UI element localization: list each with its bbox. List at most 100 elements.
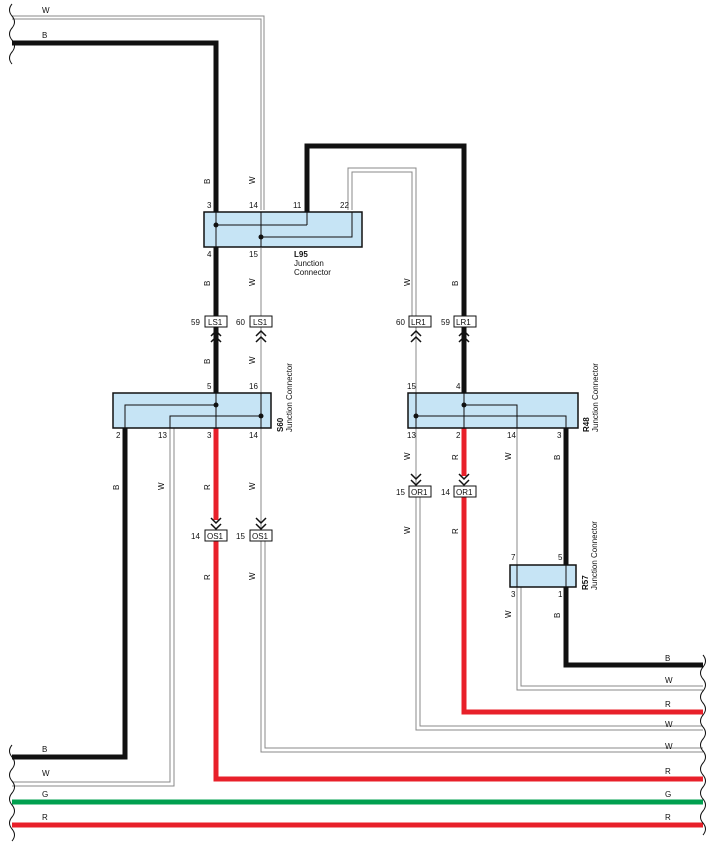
inline-ls1-60-box[interactable] [249,315,273,328]
label-r-w3: W [665,742,673,751]
connector-r48-body[interactable] [407,392,579,429]
s60-bus-a [124,393,261,428]
wire-w-r57-3b [520,587,703,687]
connector-r57-body[interactable] [509,564,577,588]
r57-pin-5: 5 [558,553,563,562]
l95-splice-a [213,222,219,228]
label-top-b: B [42,31,47,40]
inline-or1-15[interactable]: 15 OR1 [396,473,432,498]
label-v-s60-w: W [157,482,166,490]
cut-right [700,654,706,836]
inline-or1-14-box[interactable] [453,485,477,498]
inline-lr1-59-name: LR1 [456,318,471,327]
inline-lr1-59[interactable]: 59 LR1 [441,315,477,343]
l95-pin-14: 14 [249,201,258,210]
chevron-up-icon [458,329,470,343]
inline-os1-14-box[interactable] [204,529,228,542]
s60-pin-13: 13 [158,431,167,440]
r48-pin-2: 2 [456,431,461,440]
label-r-r2: R [665,767,671,776]
black-wires [12,40,703,760]
r48-splice-b [413,413,419,419]
cut-left-bottom [9,744,15,842]
l95-bus-c [260,212,353,247]
s60-splice-a [213,402,219,408]
wire-w-s60-13 [12,428,171,783]
wire-b-r57-1 [563,587,703,668]
inline-connectors: 59 LS1 60 LS1 60 LR1 59 LR1 1 [191,315,477,542]
inline-or1-15-box[interactable] [408,485,432,498]
r57-pin-7: 7 [511,553,516,562]
label-v-r57-b: B [553,613,562,618]
cut-left-top [9,3,15,65]
inline-lr1-59-pin: 59 [441,318,450,327]
r57-type: Junction Connector [590,521,599,590]
r48-bus-a [415,393,567,428]
label-v-w2: W [248,278,257,286]
inline-os1-14[interactable]: 14 OS1 [191,517,228,542]
red-green-wires [12,428,703,828]
inline-os1-14-name: OS1 [207,532,224,541]
inline-ls1-59-pin: 59 [191,318,200,327]
r48-pin-13: 13 [407,431,416,440]
label-r-w2: W [665,720,673,729]
s60-type: Junction Connector [285,363,294,432]
chevron-down-icon [410,473,422,487]
label-r-g: G [665,790,671,799]
chevron-down-icon [255,517,267,531]
inline-or1-15-pin: 15 [396,488,405,497]
inline-lr1-60-name: LR1 [411,318,426,327]
r48-pin-14: 14 [507,431,516,440]
label-v-r48-w2: W [504,452,513,460]
inline-ls1-59[interactable]: 59 LS1 [191,315,228,343]
inline-os1-14-pin: 14 [191,532,200,541]
r57-bus [516,565,567,587]
inline-os1-15-name: OS1 [252,532,269,541]
chevron-up-icon [255,329,267,343]
l95-pin-15: 15 [249,250,258,259]
inline-or1-14-name: OR1 [456,488,473,497]
l95-pin-3: 3 [207,201,212,210]
inline-ls1-60[interactable]: 60 LS1 [236,315,273,343]
wire-r-or1-14 [461,496,703,715]
label-v-s60-w2: W [248,482,257,490]
s60-pin-3: 3 [207,431,212,440]
connector-l95-body[interactable] [203,211,363,248]
connector-r57[interactable]: 7 5 3 1 R57 Junction Connector [509,521,599,599]
r57-pin-1: 1 [558,590,563,599]
inline-or1-14[interactable]: 14 OR1 [441,473,477,498]
label-v-w3: W [248,356,257,364]
wire-w-or1-15b [419,496,703,727]
inline-or1-14-pin: 14 [441,488,450,497]
connector-r48[interactable]: 15 4 13 2 14 3 R48 Junction Connector [407,363,600,440]
inline-ls1-59-name: LS1 [208,318,223,327]
inline-os1-15[interactable]: 15 OS1 [236,517,273,542]
label-v-b3: B [203,359,212,364]
inline-lr1-59-box[interactable] [453,315,477,328]
inline-ls1-59-box[interactable] [204,315,228,328]
inline-lr1-60-box[interactable] [408,315,432,328]
s60-name: S60 [276,417,285,432]
r57-name: R57 [581,575,590,590]
wire-w-l95-22-inner [351,171,413,318]
label-v-w1: W [248,176,257,184]
wire-b-l95-11 [304,143,467,318]
r48-name: R48 [582,417,591,432]
connector-s60[interactable]: 5 16 2 13 3 14 S60 Junction Connector [112,363,294,440]
label-r-b: B [665,654,670,663]
wire-w-os1-15b [264,540,703,749]
inline-ls1-60-pin: 60 [236,318,245,327]
l95-pin-22: 22 [340,201,349,210]
inline-or1-15-name: OR1 [411,488,428,497]
chevron-up-icon [410,329,422,343]
s60-splice-b [258,413,264,419]
inline-lr1-60[interactable]: 60 LR1 [396,315,432,343]
connector-s60-body[interactable] [112,392,272,429]
r48-pin-15: 15 [407,382,416,391]
inline-os1-15-box[interactable] [249,529,273,542]
label-l-w: W [42,769,50,778]
label-l-g: G [42,790,48,799]
label-v-r48-r: R [451,454,460,460]
wire-w-r57-3 [516,587,703,691]
connector-l95[interactable]: 3 14 11 22 4 15 L95 Junction Connector [203,201,363,277]
